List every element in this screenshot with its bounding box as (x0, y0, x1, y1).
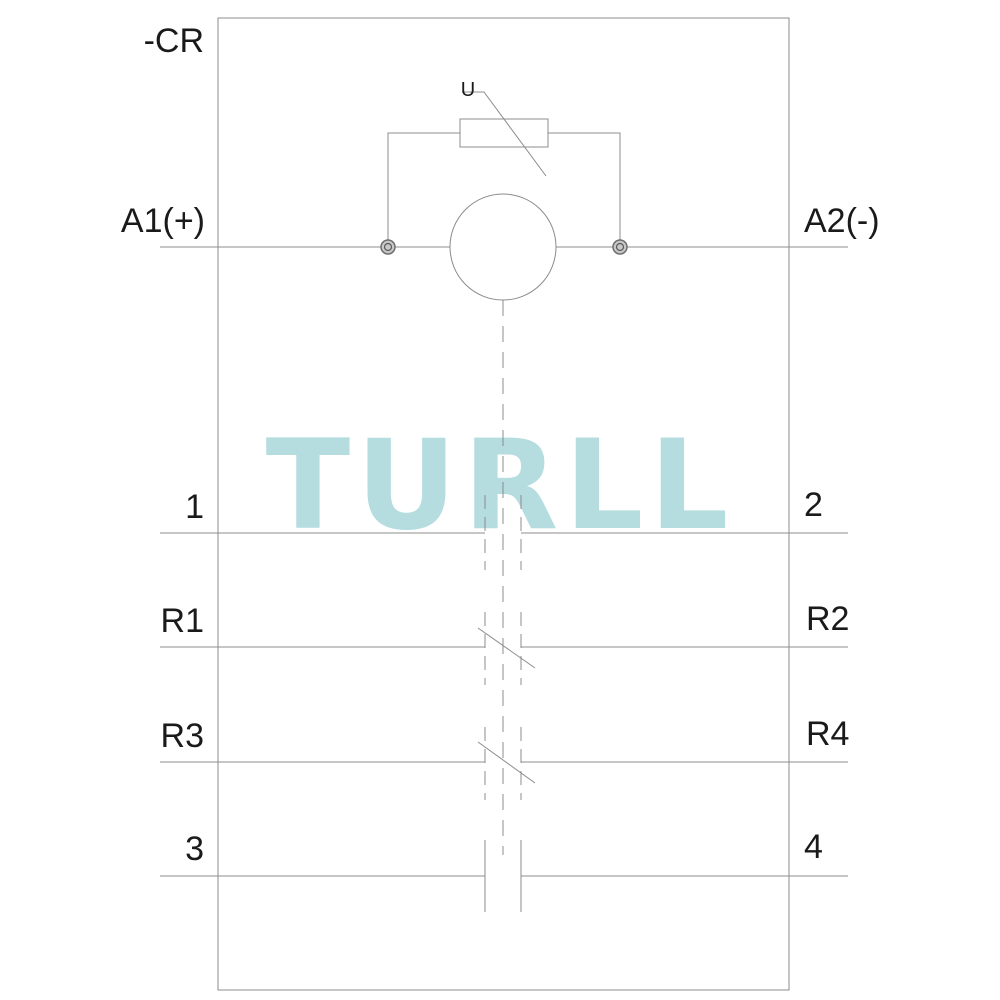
varistor-wire-right (548, 132, 621, 247)
watermark-logo: TURLL (266, 414, 735, 558)
contact-4-right-label: 4 (804, 828, 823, 866)
varistor-slash (462, 91, 547, 177)
contact-row-2: R1 R2 (160, 600, 849, 685)
contact-2-left-label: R1 (161, 602, 204, 640)
component-frame (217, 17, 790, 991)
contact-1-left-label: 1 (185, 488, 204, 526)
contact-4-left-label: 3 (185, 830, 204, 868)
terminal-a1-label: A1(+) (121, 202, 205, 240)
terminal-a2-label: A2(-) (804, 202, 880, 240)
contact-1-right-label: 2 (804, 486, 823, 524)
contact-row-4: 3 4 (160, 828, 848, 912)
varistor-label: U (461, 79, 475, 101)
contact-3-right-label: R4 (806, 715, 849, 753)
component-designation: -CR (144, 22, 204, 60)
terminal-a2-node (612, 239, 628, 255)
relay-coil (449, 193, 557, 301)
contact-2-right-label: R2 (806, 600, 849, 638)
contact-row-1: 1 2 (160, 486, 848, 570)
contact-3-left-label: R3 (161, 717, 204, 755)
varistor-wire-left (387, 132, 460, 247)
terminal-a1-node (380, 239, 396, 255)
varistor-body (459, 118, 549, 148)
contact-row-3: R3 R4 (160, 715, 849, 800)
